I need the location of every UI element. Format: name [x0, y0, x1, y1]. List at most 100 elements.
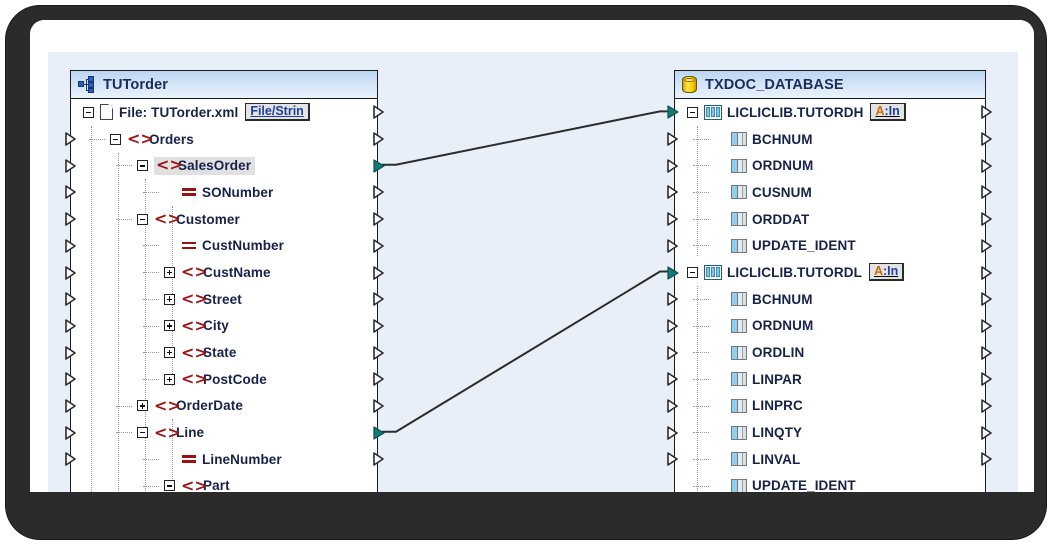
collapse-toggle[interactable]: [110, 133, 121, 145]
connector-triangle[interactable]: [373, 105, 384, 120]
tree-row[interactable]: ORDLIN: [675, 339, 985, 366]
connector-triangle[interactable]: [667, 185, 678, 200]
tree-row[interactable]: CustNumber: [71, 232, 377, 259]
tree-row[interactable]: <>Orders: [71, 126, 377, 153]
expand-toggle[interactable]: [137, 400, 148, 412]
connector-triangle-connected[interactable]: [667, 105, 679, 119]
tree-row[interactable]: LINVAL: [675, 446, 985, 473]
connector-triangle[interactable]: [981, 399, 992, 413]
connector-triangle-connected[interactable]: [373, 426, 385, 440]
connector-triangle[interactable]: [373, 292, 384, 307]
connector-triangle[interactable]: [667, 319, 678, 333]
collapse-toggle[interactable]: [137, 427, 148, 439]
connector-triangle[interactable]: [65, 372, 76, 387]
expand-toggle[interactable]: [164, 373, 175, 385]
connection-line-line-tutordl[interactable]: [382, 270, 672, 433]
collapse-toggle[interactable]: [164, 480, 175, 492]
connector-triangle[interactable]: [981, 372, 992, 387]
tree-row[interactable]: <>CustName: [71, 259, 377, 286]
connector-triangle[interactable]: [373, 265, 384, 280]
connector-triangle[interactable]: [981, 132, 992, 146]
tree-row[interactable]: BCHNUM: [675, 286, 985, 313]
connector-triangle[interactable]: [981, 239, 992, 253]
mapping-canvas[interactable]: TUTorder File: TUTorder.xml File/Strin: [48, 52, 1018, 492]
connector-triangle[interactable]: [373, 319, 384, 333]
collapse-toggle[interactable]: [687, 106, 698, 118]
collapse-toggle-root[interactable]: [83, 106, 94, 118]
connector-triangle[interactable]: [981, 345, 992, 360]
connector-triangle-connected[interactable]: [667, 265, 679, 280]
connector-triangle[interactable]: [667, 399, 678, 413]
connector-triangle[interactable]: [373, 399, 384, 413]
connector-triangle[interactable]: [65, 399, 76, 413]
input-mode-badge[interactable]: A:In: [870, 103, 906, 122]
expand-toggle[interactable]: [164, 293, 175, 305]
collapse-toggle[interactable]: [137, 213, 148, 225]
connector-triangle[interactable]: [667, 212, 678, 226]
tree-row[interactable]: ORDNUM: [675, 313, 985, 340]
tree-row[interactable]: SONumber: [71, 179, 377, 206]
connector-triangle[interactable]: [981, 158, 992, 173]
tree-row[interactable]: BCHNUM: [675, 126, 985, 153]
tree-row[interactable]: ORDNUM: [675, 152, 985, 179]
expand-toggle[interactable]: [164, 266, 175, 278]
file-string-badge[interactable]: File/Strin: [245, 103, 310, 122]
connector-triangle[interactable]: [65, 425, 76, 440]
connector-triangle[interactable]: [373, 132, 384, 146]
connector-triangle[interactable]: [981, 185, 992, 200]
connector-triangle[interactable]: [373, 345, 384, 360]
connection-line-salesorder-tutordh[interactable]: [382, 110, 672, 166]
connector-triangle[interactable]: [65, 345, 76, 360]
tree-row[interactable]: LineNumber: [71, 446, 377, 473]
connector-triangle-connected[interactable]: [373, 159, 385, 173]
tree-row[interactable]: CUSNUM: [675, 179, 985, 206]
tree-row[interactable]: <>PostCode: [71, 366, 377, 393]
connector-triangle[interactable]: [373, 212, 384, 226]
expand-toggle[interactable]: [164, 347, 175, 359]
connector-triangle[interactable]: [65, 132, 76, 146]
tree-row[interactable]: LINPAR: [675, 366, 985, 393]
connector-triangle[interactable]: [667, 372, 678, 387]
tree-row[interactable]: LINPRC: [675, 393, 985, 420]
connector-triangle[interactable]: [667, 452, 678, 467]
connector-triangle[interactable]: [667, 425, 678, 440]
connector-triangle[interactable]: [667, 345, 678, 360]
tree-row[interactable]: <>OrderDate: [71, 393, 377, 420]
connector-triangle[interactable]: [667, 132, 678, 146]
connector-triangle[interactable]: [65, 185, 76, 200]
tree-row[interactable]: <>Customer: [71, 206, 377, 233]
connector-triangle[interactable]: [981, 265, 992, 280]
connector-triangle[interactable]: [981, 212, 992, 226]
tree-row[interactable]: <>City: [71, 313, 377, 340]
connector-triangle[interactable]: [667, 158, 678, 173]
tree-row[interactable]: <>Line: [71, 419, 377, 446]
connector-triangle[interactable]: [65, 292, 76, 307]
connector-triangle[interactable]: [981, 452, 992, 467]
connector-triangle[interactable]: [373, 452, 384, 467]
collapse-toggle[interactable]: [687, 266, 698, 278]
expand-toggle[interactable]: [164, 320, 175, 332]
tree-row[interactable]: <>Street: [71, 286, 377, 313]
connector-triangle[interactable]: [667, 292, 678, 307]
connector-triangle[interactable]: [65, 239, 76, 253]
connector-triangle[interactable]: [981, 292, 992, 307]
collapse-toggle[interactable]: [137, 160, 148, 172]
connector-triangle[interactable]: [65, 212, 76, 226]
connector-triangle[interactable]: [65, 452, 76, 467]
tree-row[interactable]: <>SalesOrder: [71, 152, 377, 179]
connector-triangle[interactable]: [373, 372, 384, 387]
tree-row[interactable]: UPDATE_IDENT: [675, 232, 985, 259]
source-component-tutorder[interactable]: TUTorder File: TUTorder.xml File/Strin: [65, 70, 385, 492]
input-mode-badge[interactable]: A:In: [868, 263, 905, 282]
connector-triangle[interactable]: [981, 105, 992, 120]
connector-triangle[interactable]: [65, 158, 76, 173]
connector-triangle[interactable]: [373, 185, 384, 200]
connector-triangle[interactable]: [65, 265, 76, 280]
connector-triangle[interactable]: [667, 239, 678, 253]
connector-triangle[interactable]: [981, 425, 992, 440]
source-panel-header[interactable]: TUTorder: [71, 71, 377, 99]
tree-row[interactable]: UPDATE_IDENT: [675, 473, 985, 492]
